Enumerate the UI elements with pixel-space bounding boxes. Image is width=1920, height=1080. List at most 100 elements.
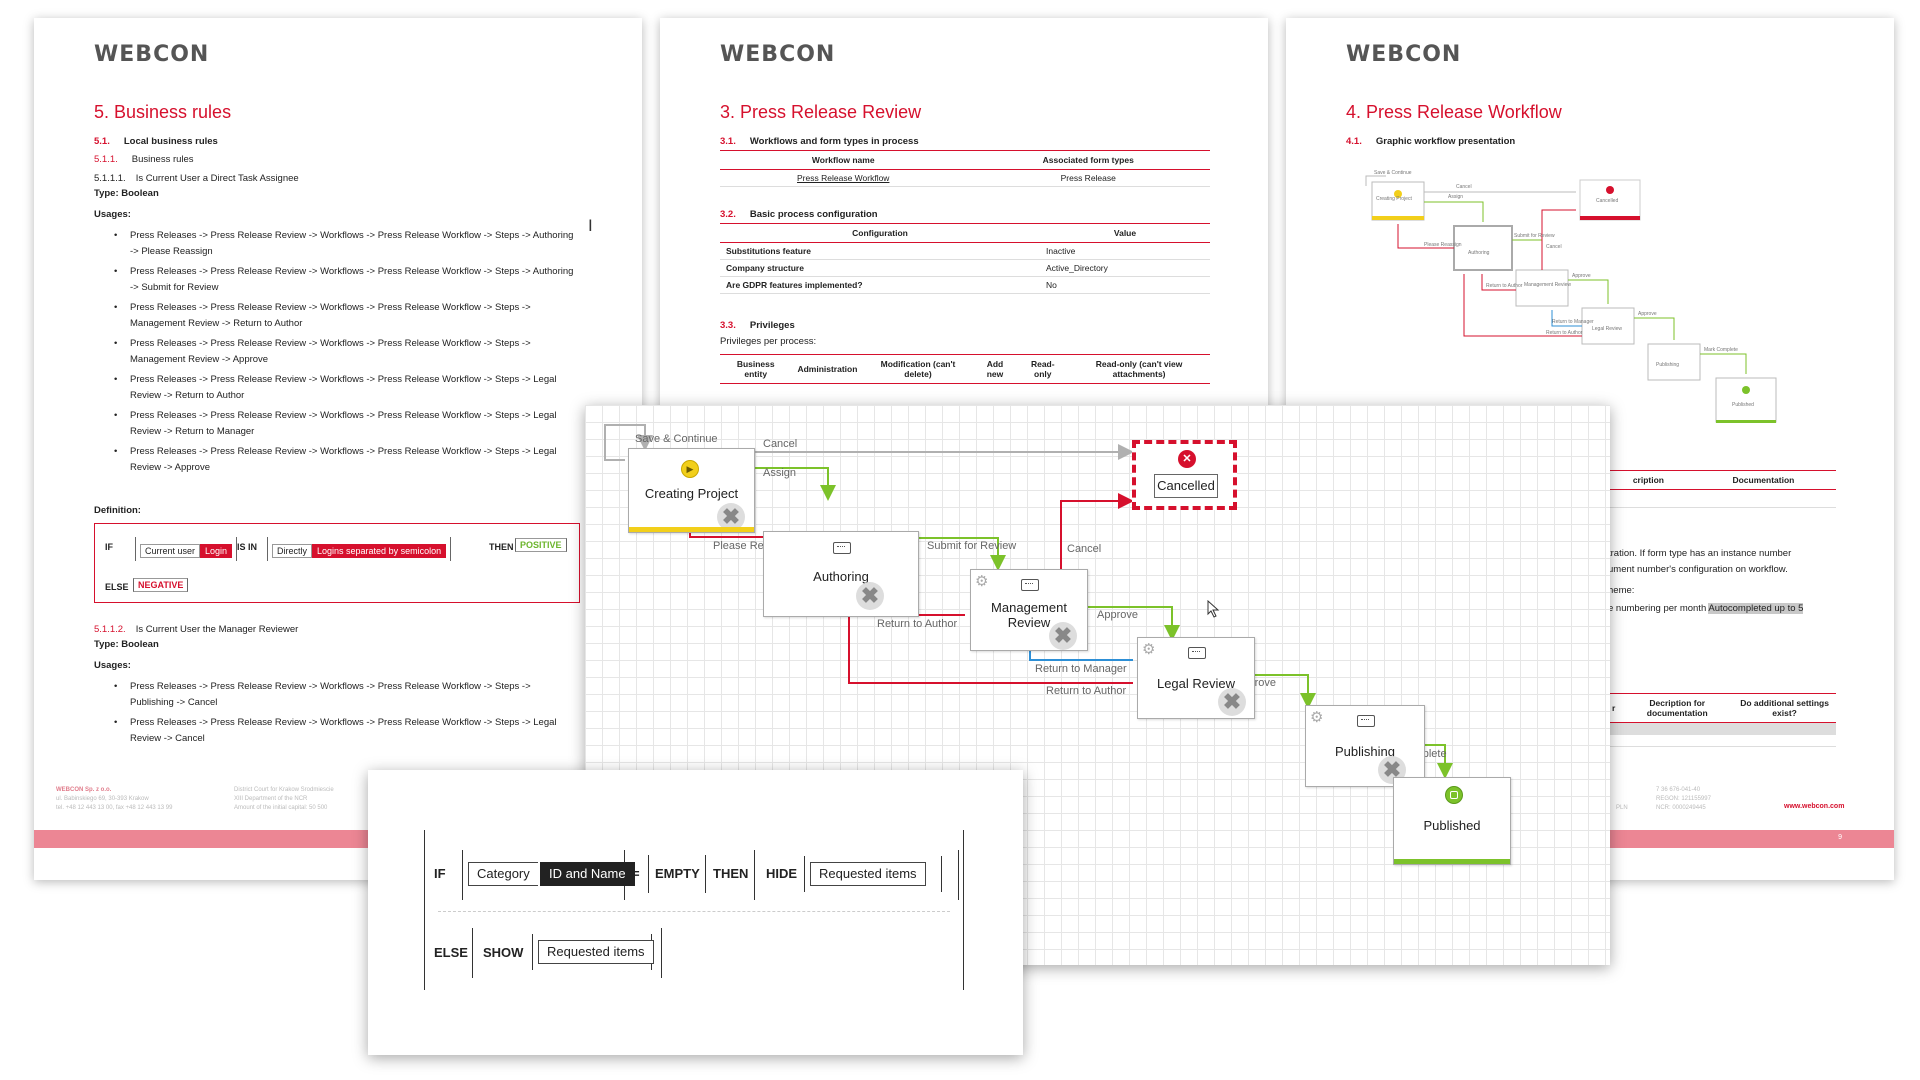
workflow-arrows xyxy=(604,424,1453,779)
step-creating-project[interactable]: ▶ Creating Project ✖ xyxy=(628,448,755,533)
rule-then: THEN xyxy=(713,866,749,881)
rule-category-tag[interactable]: Category xyxy=(468,862,538,886)
step-cancelled[interactable]: ✕ Cancelled xyxy=(1132,440,1237,510)
section-4-1: 4.1.Graphic workflow presentation xyxy=(1346,136,1515,147)
col-header: Value xyxy=(1040,223,1210,243)
rule-id-name-tag[interactable]: ID and Name xyxy=(540,862,635,886)
rule-requested-items-tag[interactable]: Requested items xyxy=(538,940,654,964)
mini-label: Mark Complete xyxy=(1704,347,1738,353)
body-text: tration. If form type has an instance nu… xyxy=(1608,548,1792,559)
def-is-in: IS IN xyxy=(237,542,258,552)
configuration-table: Configuration Value Substitutions featur… xyxy=(720,223,1210,294)
table-row: Are GDPR features implemented?No xyxy=(720,276,1210,294)
section-3-1: 3.1.Workflows and form types in process xyxy=(720,136,919,147)
rule-number: 5.1.1.1. xyxy=(94,173,126,184)
webcon-logo: WEBCON xyxy=(720,42,836,67)
text-cursor-icon: I xyxy=(588,216,593,235)
privileges-table: Business entity Administration Modificat… xyxy=(720,354,1210,384)
col-header: Read-only (can't view attachments) xyxy=(1068,354,1210,384)
footer-capital: Amount of the initial capital: 50 500 xyxy=(234,805,328,811)
cancel-circle-icon: ✕ xyxy=(1178,450,1196,468)
col-header: Workflow name xyxy=(720,150,967,170)
rule-number: 5.1.1.2. xyxy=(94,624,126,635)
body-text-span: e numbering per month xyxy=(1608,603,1707,614)
rule-show: SHOW xyxy=(483,945,524,960)
usage-item: Press Releases -> Press Release Review -… xyxy=(114,679,574,711)
label-submit-for-review: Submit for Review xyxy=(927,540,1017,552)
step-publishing[interactable]: ⚙ Publishing ✖ xyxy=(1305,705,1425,787)
task-icon xyxy=(1188,647,1206,659)
mini-label: Authoring xyxy=(1468,250,1490,256)
step-legal-review[interactable]: ⚙ Legal Review ✖ xyxy=(1137,637,1255,719)
mini-label: Return to Manager xyxy=(1552,319,1594,325)
def-negative: NEGATIVE xyxy=(133,578,189,592)
step-published[interactable]: Published xyxy=(1393,777,1511,865)
section-title: Basic process configuration xyxy=(749,209,878,220)
arrow-submit-for-review xyxy=(919,537,1006,571)
body-text: e numbering per month Autocompleted up t… xyxy=(1608,603,1804,614)
page-title: 4. Press Release Workflow xyxy=(1346,102,1562,122)
mini-step xyxy=(1581,307,1635,345)
privileges-text: Privileges per process: xyxy=(720,336,817,347)
rule-requested-items-tag[interactable]: Requested items xyxy=(810,862,926,886)
section-number: 3.3. xyxy=(720,320,736,331)
section-number: 5.1.1. xyxy=(94,154,118,165)
table-cell: Substitutions feature xyxy=(720,242,1040,260)
mini-label: Publishing xyxy=(1656,362,1679,368)
definition-label: Definition: xyxy=(94,505,141,516)
close-icon: ✖ xyxy=(1218,688,1246,716)
rule-title: Is Current User the Manager Reviewer xyxy=(135,624,299,635)
step-authoring[interactable]: Authoring ✖ xyxy=(763,531,919,617)
cell-link[interactable]: Press Release Workflow xyxy=(720,169,967,187)
mini-label: Approve xyxy=(1638,311,1657,317)
footer-tel: tel. +48 12 443 13 00, fax +48 12 443 13… xyxy=(56,805,173,811)
def-positive: POSITIVE xyxy=(515,538,567,552)
table-cell: Press Release xyxy=(966,169,1210,187)
rule-heading-1: 5.1.1.1.Is Current User a Direct Task As… xyxy=(94,173,299,184)
documentation-table: cription Documentation xyxy=(1606,470,1836,508)
step-management-review[interactable]: ⚙ Management Review ✖ xyxy=(970,569,1088,651)
label-assign: Assign xyxy=(763,467,797,479)
document-page-business-rules: WEBCON 5. Business rules 5.1.Local busin… xyxy=(34,18,642,880)
table-row xyxy=(1606,489,1836,508)
mini-label: Creating Project xyxy=(1376,196,1412,202)
rule-bracket xyxy=(472,928,662,978)
footer-court: District Court for Krakow Srodmiescie xyxy=(234,787,334,793)
rule-bracket xyxy=(804,856,942,892)
mini-label: Legal Review xyxy=(1592,326,1622,332)
label-return-to-author-2: Return to Author xyxy=(1046,685,1127,697)
col-header: Decription for documentation xyxy=(1621,693,1734,723)
step-label: Published xyxy=(1423,818,1481,833)
step-label: Cancelled xyxy=(1154,474,1218,498)
document-page-press-release-review: WEBCON 3. Press Release Review 3.1.Workf… xyxy=(660,18,1268,418)
footer-website[interactable]: www.webcon.com xyxy=(1784,803,1845,810)
rule-type: Type: Boolean xyxy=(94,188,159,199)
highlighted-text: Autocompleted up to 5 xyxy=(1708,603,1804,614)
arrow-cancel-mid xyxy=(1060,493,1134,569)
page-title: 3. Press Release Review xyxy=(720,102,922,122)
section-number: 3.2. xyxy=(720,209,736,220)
col-header: Documentation xyxy=(1690,470,1836,490)
mini-label: Assign xyxy=(1448,194,1463,200)
def-else: ELSE xyxy=(105,582,129,592)
section-title: Graphic workflow presentation xyxy=(1375,136,1516,147)
body-text: ument number's configuration on workflow… xyxy=(1608,564,1788,575)
rule-if: IF xyxy=(434,866,446,881)
workflows-table: Workflow name Associated form types Pres… xyxy=(720,150,1210,187)
mini-label: Cancelled xyxy=(1596,198,1618,204)
table-row xyxy=(1606,734,1836,747)
task-icon xyxy=(833,542,851,554)
rule-bracket xyxy=(648,855,706,893)
mini-step xyxy=(1647,343,1701,381)
rule-hide: HIDE xyxy=(766,866,798,881)
table-cell: Are GDPR features implemented? xyxy=(720,276,1040,294)
col-header: Do additional settings exist? xyxy=(1733,693,1836,723)
footer-vat: 7 36 676-041-40 xyxy=(1656,787,1701,793)
col-header: Administration xyxy=(791,354,864,384)
start-icon: ▶ xyxy=(681,460,699,478)
usage-item: Press Releases -> Press Release Review -… xyxy=(114,715,574,747)
table-cell: Active_Directory xyxy=(1040,259,1210,277)
col-header: Modification (can't delete) xyxy=(863,354,973,384)
col-header: cription xyxy=(1606,470,1691,490)
